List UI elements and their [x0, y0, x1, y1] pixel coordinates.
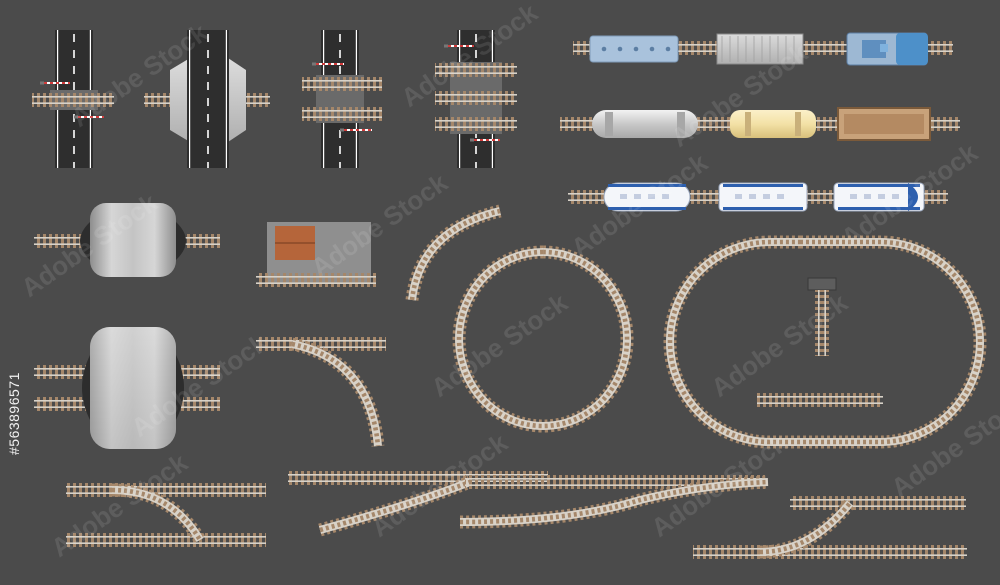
straight-track	[450, 117, 502, 131]
crossing-barrier	[444, 44, 474, 48]
short-straight-track	[757, 393, 883, 407]
stock-id-label: #563896571	[6, 372, 22, 455]
bottom-right-track	[693, 545, 967, 559]
double-switch-diagonal	[318, 475, 473, 537]
tank-car-gray	[592, 110, 698, 138]
portal-left	[170, 58, 190, 142]
passenger-nose	[908, 183, 918, 211]
switch-main-track	[256, 337, 386, 351]
arc-track	[405, 204, 502, 301]
crossing-track-center	[50, 93, 98, 107]
station-track	[256, 273, 376, 287]
crossing-barrier	[40, 81, 70, 85]
buffer-stop-track	[815, 290, 829, 356]
straight-track	[450, 63, 502, 77]
straight-track	[316, 77, 364, 91]
overpass-road	[187, 30, 229, 168]
s-curve-track	[459, 475, 769, 529]
straight-track	[316, 107, 364, 121]
bottom-switch-track-2	[66, 533, 266, 547]
crossing-barrier	[340, 128, 372, 132]
bottom-switch-track-1	[66, 483, 266, 497]
crossing-barrier	[312, 62, 344, 66]
passenger-car	[603, 182, 691, 212]
straight-track	[450, 91, 502, 105]
bottom-right-upper-track	[790, 496, 966, 510]
switch-curve-track	[290, 337, 385, 447]
bottom-switch-diverge	[111, 483, 206, 544]
box-wagon	[716, 33, 804, 65]
crossing-barrier	[74, 115, 104, 119]
tunnel-single	[90, 203, 176, 277]
locomotive-cab	[896, 33, 928, 65]
buffer-stop	[807, 277, 837, 291]
oval-track	[663, 235, 987, 449]
bottom-right-diverge	[759, 498, 856, 559]
circle-track	[452, 245, 634, 433]
portal-right	[228, 58, 246, 142]
s-curve-start	[465, 475, 765, 489]
tank-car-yellow	[730, 110, 816, 138]
crossing-barrier	[470, 138, 500, 142]
